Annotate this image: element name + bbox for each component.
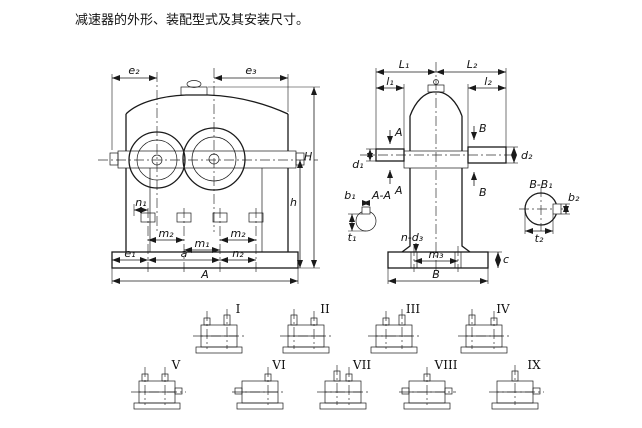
section-label-bb: B-B₁	[529, 178, 552, 191]
assembly-type-figure-2: II	[280, 302, 332, 354]
dim-label-h: h	[290, 196, 297, 209]
breather-cap	[427, 84, 445, 93]
dim-label-e2: e₂	[128, 64, 140, 77]
dim-label-m2-left: m₂	[158, 227, 174, 240]
side-view: L₁ L₂ l₁ l₂ d₁ d₂ A A B B b₁ A-A t₁ n-d₃…	[344, 58, 580, 284]
assembly-type-figure-1: I	[193, 302, 245, 354]
input-shaft	[375, 148, 405, 162]
dim-label-n-d3: n-d₃	[401, 231, 424, 244]
page-title: 减速器的外形、装配型式及其安装尺寸。	[75, 12, 309, 28]
assembly-type-label: II	[320, 302, 330, 316]
assembly-type-figure-7: VII	[317, 358, 371, 410]
front-shaft-bores	[128, 127, 246, 191]
assembly-type-label: V	[171, 358, 181, 372]
left-flange-boss	[109, 152, 119, 166]
cut-label-a-bottom: A	[394, 184, 403, 197]
dim-label-l2: l₂	[484, 75, 492, 88]
dim-label-n2: n₂	[232, 247, 244, 260]
dim-label-m3: m₃	[428, 248, 444, 261]
dim-label-m2-right: m₂	[230, 227, 246, 240]
dim-label-m1: m₁	[194, 237, 209, 250]
inspection-cap	[180, 86, 208, 96]
side-housing-outline	[375, 79, 507, 269]
assembly-type-label: IV	[496, 302, 510, 316]
dim-label-B: B	[432, 268, 440, 281]
dim-label-H: H	[304, 150, 312, 163]
dim-label-n1: n₁	[135, 196, 146, 209]
assembly-type-label: IX	[527, 358, 541, 372]
front-dimensions	[111, 74, 320, 284]
assembly-type-label: III	[406, 302, 420, 316]
assembly-type-figure-4: IV	[458, 302, 510, 354]
dim-label-e1: e₁	[124, 247, 135, 260]
dim-label-l1: l₁	[386, 75, 393, 88]
cut-label-b-top: B	[479, 122, 487, 135]
dim-label-a: a	[181, 247, 188, 260]
dim-label-L1: L₁	[399, 58, 410, 71]
dim-label-c: c	[503, 253, 509, 266]
assembly-type-figure-8: VIII	[399, 358, 458, 410]
assembly-type-label: VI	[271, 358, 286, 372]
assembly-type-label: VIII	[434, 358, 458, 372]
section-aa-detail	[348, 200, 377, 232]
dim-label-d2: d₂	[521, 149, 533, 162]
dim-label-L2: L₂	[467, 58, 478, 71]
dim-label-b2: b₂	[568, 191, 580, 204]
section-label-aa: A-A	[371, 189, 391, 202]
dim-label-b1: b₁	[344, 189, 355, 202]
dim-label-t1: t₁	[348, 231, 357, 244]
assembly-types-row: I II III IV V	[131, 302, 544, 410]
assembly-type-label: I	[236, 302, 241, 316]
front-view: e₂ e₃ H h n₁ m₂ m₂ m₁ e₁ a n₂ A	[98, 64, 320, 284]
assembly-type-figure-3: III	[368, 302, 420, 354]
side-centerlines	[360, 62, 512, 278]
dim-label-d1: d₁	[352, 158, 363, 171]
side-dimensions	[366, 68, 518, 284]
dim-label-e3: e₃	[245, 64, 257, 77]
assembly-type-figure-9: IX	[489, 358, 544, 410]
cut-label-b-bottom: B	[479, 186, 487, 199]
breather-knob-icon	[433, 79, 439, 85]
section-bb-detail	[519, 187, 570, 234]
dim-label-t2: t₂	[535, 232, 544, 245]
assembly-type-label: VII	[352, 358, 371, 372]
dim-label-A: A	[200, 268, 209, 281]
output-shaft	[467, 146, 507, 164]
cut-label-a-top: A	[394, 126, 403, 139]
assembly-type-figure-5: V	[131, 358, 186, 410]
lifting-eye-icon	[186, 80, 202, 88]
assembly-type-figure-6: VI	[232, 358, 286, 410]
